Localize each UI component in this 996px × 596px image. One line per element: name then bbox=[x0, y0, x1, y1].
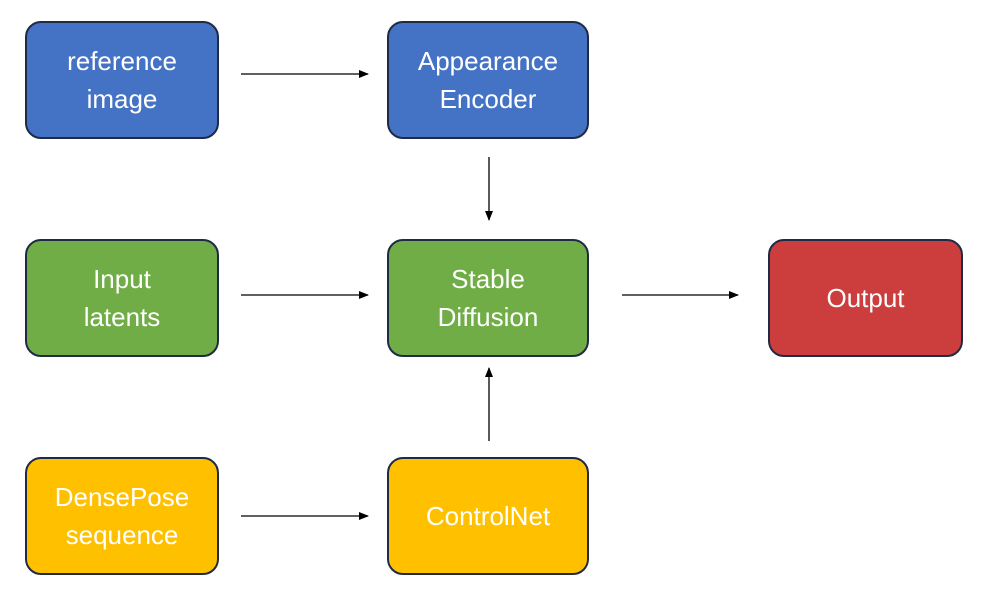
appearance-encoder-label-line-1: Appearance bbox=[417, 46, 559, 76]
appearance-encoder-label-line-2: Encoder bbox=[439, 84, 537, 114]
reference-image-label-line-2: image bbox=[86, 84, 158, 114]
densepose-sequence-node: DensePose sequence bbox=[25, 457, 219, 575]
output-label: Output bbox=[826, 283, 905, 313]
stable-diffusion-label-line-2: Diffusion bbox=[437, 302, 539, 332]
input-latents-label-line-1: Input bbox=[93, 264, 151, 294]
reference-image-node: reference image bbox=[25, 21, 219, 139]
appearance-encoder-node: Appearance Encoder bbox=[387, 21, 589, 139]
stable-diffusion-label-line-1: Stable bbox=[451, 264, 525, 294]
densepose-sequence-label-line-2: sequence bbox=[65, 520, 179, 550]
input-latents-label-line-2: latents bbox=[83, 302, 161, 332]
controlnet-label: ControlNet bbox=[425, 501, 551, 531]
reference-image-label-line-1: reference bbox=[67, 46, 177, 76]
stable-diffusion-node: Stable Diffusion bbox=[387, 239, 589, 357]
input-latents-node: Input latents bbox=[25, 239, 219, 357]
densepose-sequence-label-line-1: DensePose bbox=[54, 482, 190, 512]
controlnet-node: ControlNet bbox=[387, 457, 589, 575]
output-node: Output bbox=[768, 239, 963, 357]
